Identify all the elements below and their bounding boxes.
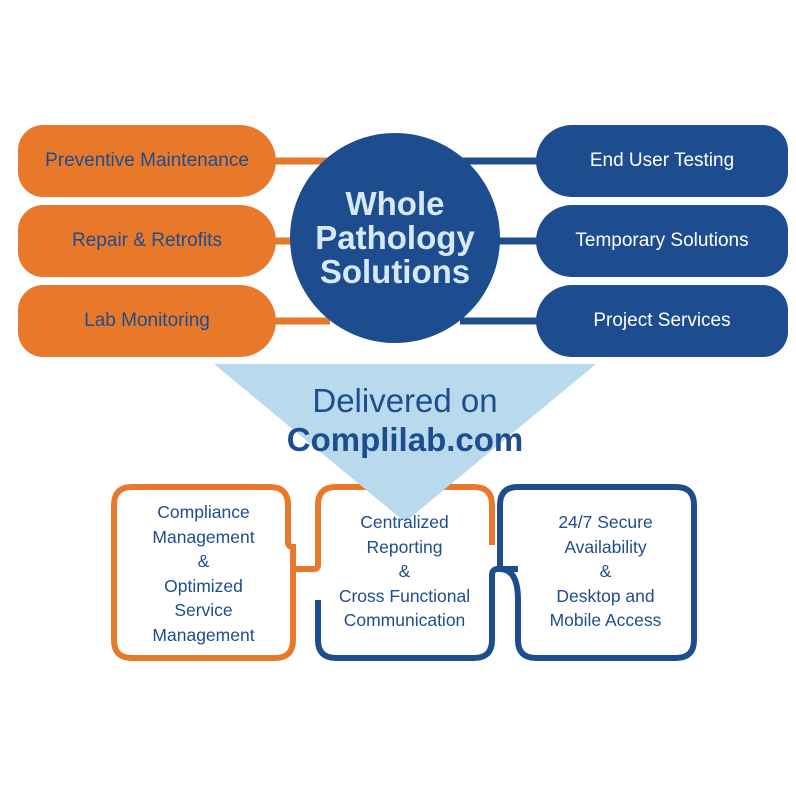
box-line: Compliance <box>157 502 250 522</box>
box-line: Mobile Access <box>549 610 662 630</box>
pill-project-services: Project Services <box>536 285 788 357</box>
complilab-link-text: Complilab.com <box>286 421 524 458</box>
box-line: 24/7 Secure <box>558 512 653 532</box>
box-line: & <box>599 561 612 581</box>
box-compliance-outline <box>111 484 296 661</box>
pill-lab-monitoring: Lab Monitoring <box>18 285 276 357</box>
box-compliance-text: Compliance Management & Optimized Servic… <box>116 500 291 647</box>
pill-preventive-maintenance: Preventive Maintenance <box>18 125 276 197</box>
center-line-2: Pathology <box>315 219 475 256</box>
funnel-triangle <box>214 364 596 522</box>
pill-label: Project Services <box>593 310 731 331</box>
box-reporting-text: Centralized Reporting & Cross Functional… <box>317 510 492 633</box>
pill-label: Temporary Solutions <box>575 230 749 251</box>
box-line: Service <box>174 600 233 620</box>
box-reporting-outline-orange <box>292 484 495 572</box>
pill-label: End User Testing <box>589 150 735 171</box>
pill-temporary-solutions: Temporary Solutions <box>536 205 788 277</box>
funnel-tip <box>335 464 475 522</box>
box-line: Communication <box>343 610 466 630</box>
pill-label: Preventive Maintenance <box>45 150 249 171</box>
box-line: Availability <box>564 536 647 557</box>
pill-label: Repair & Retrofits <box>72 230 222 251</box>
box-line: Management <box>152 624 255 645</box>
pill-label: Lab Monitoring <box>84 310 210 331</box>
center-circle: Whole Pathology Solutions <box>290 133 500 343</box>
delivered-on-text: Delivered on <box>312 382 498 419</box>
box-line: Reporting <box>366 536 443 557</box>
box-line: Centralized <box>360 512 449 532</box>
box-line: Cross Functional <box>338 585 471 606</box>
pill-end-user-testing: End User Testing <box>536 125 788 197</box>
box-line: Management <box>152 526 255 547</box>
box-line: & <box>197 551 210 571</box>
box-reporting-outline-blue <box>315 566 518 661</box>
box-line: Optimized <box>164 575 243 596</box>
center-line-3: Solutions <box>319 253 471 290</box>
box-line: & <box>398 561 411 581</box>
center-line-1: Whole <box>345 185 445 222</box>
box-availability-outline <box>497 484 697 661</box>
pill-repair-retrofits: Repair & Retrofits <box>18 205 276 277</box>
box-availability-text: 24/7 Secure Availability & Desktop and M… <box>518 510 693 633</box>
box-line: Desktop and <box>556 585 655 606</box>
